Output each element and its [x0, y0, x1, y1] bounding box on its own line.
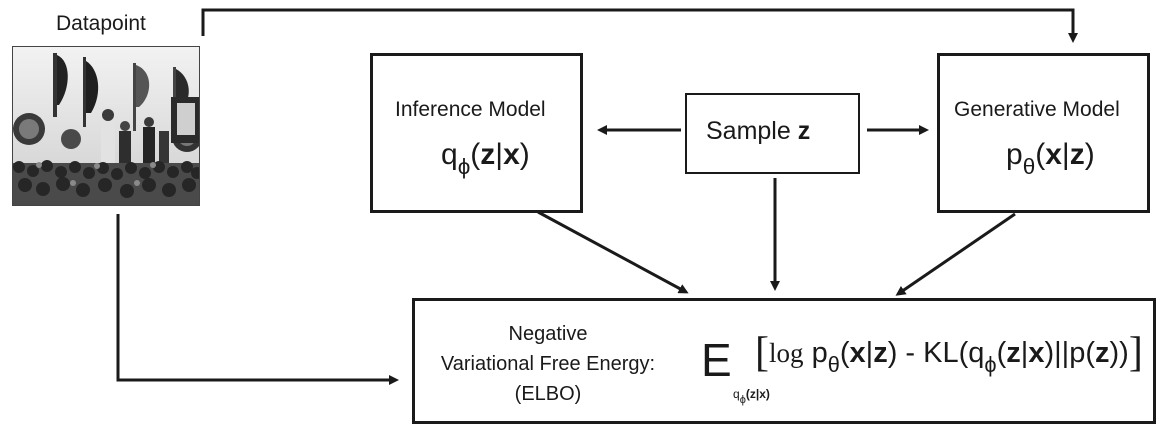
q-symbol: q — [441, 138, 458, 171]
x-variable: x — [503, 138, 520, 171]
inference-model-formula: qϕ(z|x) — [441, 138, 530, 180]
elbo-description: Negative Variational Free Energy: (ELBO) — [423, 319, 673, 409]
elbo-line-elbo: (ELBO) — [514, 383, 582, 405]
elbo-box: Negative Variational Free Energy: (ELBO)… — [412, 298, 1156, 424]
arrow-datapoint-to-elbo — [116, 214, 399, 385]
arrow-inference-to-elbo — [537, 210, 689, 294]
generative-model-formula: pθ(x|z) — [1006, 138, 1095, 180]
kl-term: - KL( — [897, 337, 969, 369]
x-variable: x — [1045, 138, 1062, 171]
inference-model-title: Inference Model — [395, 98, 546, 121]
left-bracket: [ — [755, 330, 769, 376]
sample-z-box: Sample z — [685, 93, 860, 174]
elbo-expression: [log pθ(x|z) - KL(qϕ(z|x)||p(z))] — [755, 330, 1143, 377]
generative-model-title: Generative Model — [954, 98, 1120, 121]
generative-model-box: Generative Model pθ(x|z) — [937, 53, 1150, 213]
arrow-datapoint-to-generative — [201, 8, 1078, 43]
sample-z-label: Sample z — [706, 117, 811, 145]
elbo-line-negative: Negative — [508, 323, 588, 345]
arrow-generative-to-elbo — [895, 212, 1016, 296]
datapoint-image — [12, 46, 200, 206]
phi-subscript: ϕ — [457, 154, 471, 180]
p-symbol: p — [1006, 138, 1023, 171]
log-operator: log — [769, 338, 804, 368]
datapoint-label: Datapoint — [56, 12, 146, 35]
z-variable: z — [1069, 138, 1085, 171]
elbo-line-vfe: Variational Free Energy: — [440, 353, 656, 375]
inference-model-box: Inference Model qϕ(z|x) — [370, 53, 583, 213]
z-variable: z — [797, 117, 811, 145]
expectation-subscript: qϕ(z|x) — [733, 387, 770, 406]
expectation-symbol: E — [701, 334, 732, 386]
theta-subscript: θ — [1022, 154, 1036, 180]
right-bracket: ] — [1128, 330, 1143, 376]
z-variable: z — [480, 138, 496, 171]
